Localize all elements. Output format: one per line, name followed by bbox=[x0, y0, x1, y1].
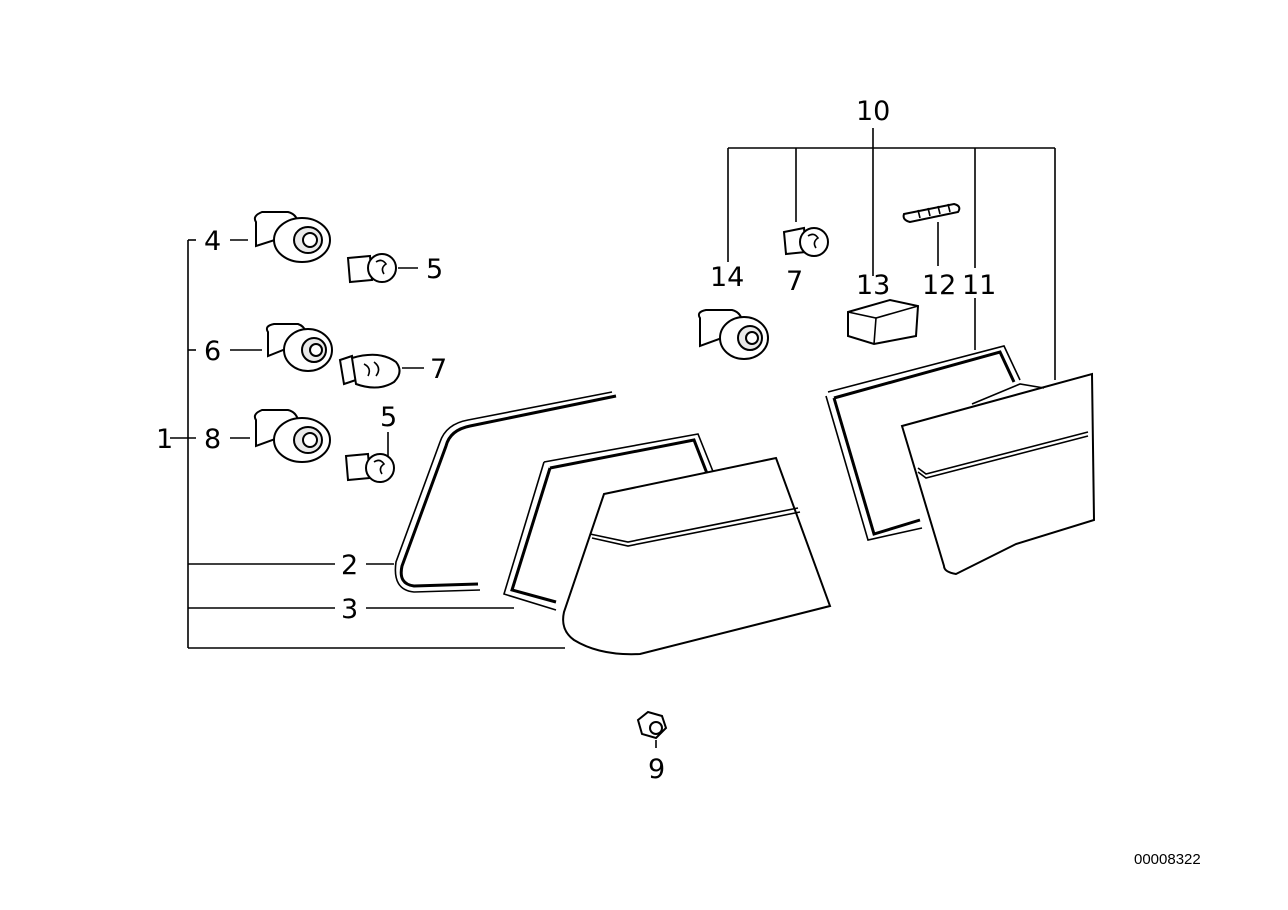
hex-nut-9 bbox=[636, 710, 668, 740]
diagram-code: 00008322 bbox=[1134, 851, 1201, 868]
gasket-3 bbox=[503, 433, 715, 611]
callout-5-bottom: 5 bbox=[380, 402, 397, 433]
left-bracket-lines bbox=[170, 239, 565, 649]
callout-2: 2 bbox=[341, 550, 358, 581]
wedge-bulb-5-top bbox=[346, 253, 397, 284]
callout-7-right: 7 bbox=[786, 266, 803, 297]
callout-4: 4 bbox=[204, 226, 221, 257]
callout-13: 13 bbox=[856, 270, 890, 301]
callout-5-top: 5 bbox=[426, 254, 443, 285]
callout-6: 6 bbox=[204, 336, 221, 367]
callout-3: 3 bbox=[341, 594, 358, 625]
bulb-socket-6 bbox=[265, 323, 333, 372]
foam-block-13 bbox=[847, 298, 920, 346]
callout-7-left: 7 bbox=[430, 354, 447, 385]
bulb-socket-14 bbox=[697, 309, 769, 360]
callout-14: 14 bbox=[710, 262, 744, 293]
gasket-11 bbox=[825, 345, 1021, 541]
callout-1: 1 bbox=[156, 424, 173, 455]
bayonet-bulb-7-left bbox=[338, 353, 401, 389]
callout-9: 9 bbox=[648, 754, 665, 785]
callout-12: 12 bbox=[922, 270, 956, 301]
outer-tail-light-lens bbox=[562, 456, 832, 656]
callout-10: 10 bbox=[856, 96, 890, 127]
wedge-bulb-7-right bbox=[782, 226, 829, 257]
gasket-2 bbox=[394, 391, 617, 593]
inner-tail-light-lens bbox=[900, 372, 1096, 576]
festoon-bulb-12 bbox=[902, 202, 961, 224]
callout-8: 8 bbox=[204, 424, 221, 455]
callout-11: 11 bbox=[962, 270, 996, 301]
right-bracket-lines bbox=[655, 128, 1056, 748]
wedge-bulb-5-bottom bbox=[344, 452, 395, 483]
bulb-socket-8 bbox=[253, 409, 331, 463]
bulb-socket-4 bbox=[253, 211, 331, 263]
